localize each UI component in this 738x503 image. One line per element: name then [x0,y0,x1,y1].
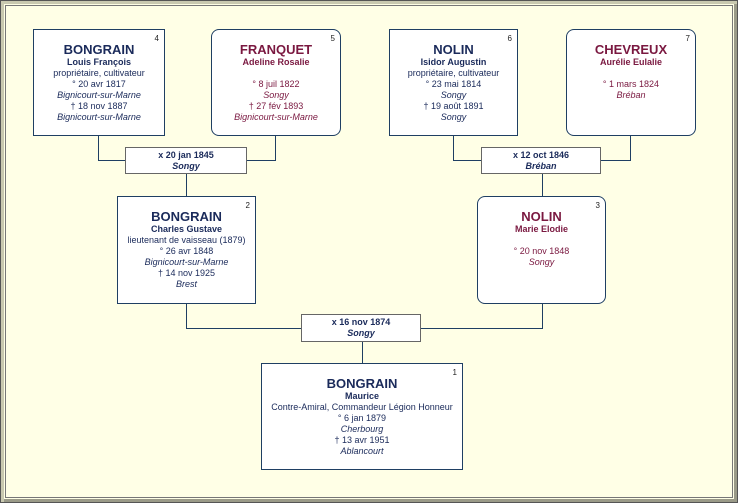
birth-place: Songy [263,90,289,100]
sosa-number: 6 [507,34,512,43]
connector-line [362,341,363,363]
birth-date: ° 26 avr 1848 [159,246,214,256]
birth-place: Bignicourt-sur-Marne [144,257,229,267]
birth-date: ° 23 mai 1814 [425,79,482,89]
death-date: † 14 nov 1925 [157,268,216,278]
given-name: Louis François [66,57,131,67]
marriage-date: x 16 nov 1874 [331,317,391,327]
occupation: Contre-Amiral, Commandeur Légion Honneur [271,402,453,412]
connector-line [186,303,187,328]
marriage-date: x 20 jan 1845 [158,150,214,160]
birth-date: ° 6 jan 1879 [337,413,387,423]
sosa-number: 2 [245,201,250,210]
death-date: † 19 août 1891 [423,101,484,111]
birth-place: Songy [440,90,467,100]
sosa-number: 7 [685,34,690,43]
death-date: † 27 fév 1893 [248,101,304,111]
connector-line [98,160,125,161]
sosa-number: 1 [452,368,457,377]
connector-line [247,160,276,161]
death-date: † 18 nov 1887 [70,101,128,111]
given-name: Aurélie Eulalie [599,57,663,67]
birth-date: ° 20 nov 1848 [513,246,570,256]
person-card-4[interactable]: 4 BONGRAIN Louis François propriétaire, … [33,29,165,136]
occupation [478,235,605,246]
person-card-5[interactable]: 5 FRANQUET Adeline Rosalie ° 8 juil 1822… [211,29,341,136]
person-card-6[interactable]: 6 NOLIN Isidor Augustin propriétaire, cu… [389,29,518,136]
given-name: Marie Elodie [514,224,568,234]
birth-place: Bréban [616,90,646,100]
connector-line [630,135,631,161]
surname: BONGRAIN [63,42,135,57]
person-card-7[interactable]: 7 CHEVREUX Aurélie Eulalie ° 1 mars 1824… [566,29,696,136]
person-card-1[interactable]: 1 BONGRAIN Maurice Contre-Amiral, Comman… [261,363,463,470]
connector-line [601,160,631,161]
person-card-3[interactable]: 3 NOLIN Marie Elodie ° 20 nov 1848 Songy [477,196,606,304]
connector-line [186,328,301,329]
sosa-number: 5 [330,34,335,43]
death-place: Bignicourt-sur-Marne [234,112,318,122]
birth-date: ° 20 avr 1817 [72,79,126,89]
marriage-place: Bréban [525,161,557,171]
connector-line [453,135,454,161]
surname: BONGRAIN [151,209,222,224]
connector-line [453,160,481,161]
surname: NOLIN [521,209,562,224]
birth-date: ° 1 mars 1824 [602,79,660,89]
occupation [212,68,340,79]
death-date: † 13 avr 1951 [334,435,390,445]
given-name: Maurice [344,391,379,401]
birth-place: Songy [528,257,555,267]
death-place: Bignicourt-sur-Marne [57,112,141,122]
person-card-2[interactable]: 2 BONGRAIN Charles Gustave lieutenant de… [117,196,256,304]
sosa-number: 4 [154,34,159,43]
surname: CHEVREUX [594,42,668,57]
death-place: Brest [175,279,197,289]
death-place: Songy [440,112,467,122]
given-name: Charles Gustave [150,224,223,234]
connector-line [98,135,99,161]
connector-line [542,303,543,328]
connector-line [542,174,543,197]
connector-line [421,328,543,329]
given-name: Isidor Augustin [420,57,487,67]
marriage-place: Songy [347,328,375,338]
given-name: Adeline Rosalie [242,57,310,67]
marriage-place: Songy [172,161,200,171]
occupation [567,68,695,79]
surname: FRANQUET [239,42,313,57]
marriage-date: x 12 oct 1846 [512,150,570,160]
marriage-box-6-7[interactable]: x 12 oct 1846 Bréban [481,147,601,174]
marriage-box-4-5[interactable]: x 20 jan 1845 Songy [125,147,247,174]
connector-line [186,174,187,197]
marriage-box-2-3[interactable]: x 16 nov 1874 Songy [301,314,421,342]
occupation: lieutenant de vaisseau (1879) [127,235,246,245]
birth-date: ° 8 juil 1822 [252,79,300,89]
death-place: Ablancourt [340,446,384,456]
birth-place: Cherbourg [340,424,384,434]
surname: NOLIN [433,42,474,57]
birth-place: Bignicourt-sur-Marne [57,90,141,100]
sosa-number: 3 [595,201,600,210]
surname: BONGRAIN [326,376,398,391]
occupation: propriétaire, cultivateur [407,68,500,78]
connector-line [275,135,276,161]
occupation: propriétaire, cultivateur [53,68,145,78]
